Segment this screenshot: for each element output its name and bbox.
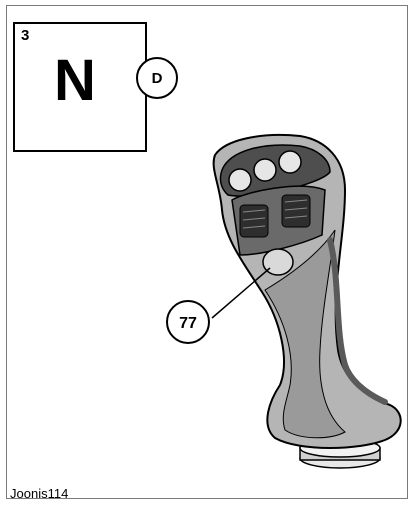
callout-leader (212, 268, 270, 318)
joystick-handle-icon (214, 135, 401, 468)
callout-label: 77 (179, 315, 197, 332)
figure-caption: Joonis114 (10, 486, 68, 501)
